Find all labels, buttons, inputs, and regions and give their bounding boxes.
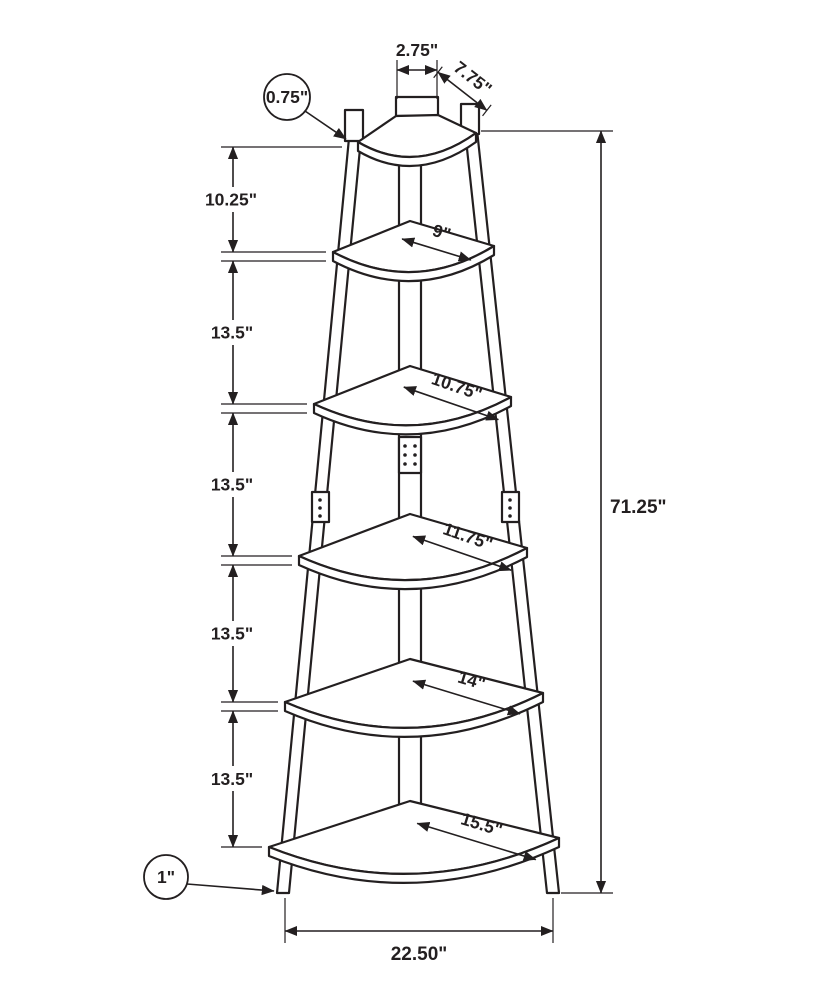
dim-spacing-1: 10.25" bbox=[197, 146, 265, 253]
callout-leg-thickness: 1" bbox=[143, 854, 275, 900]
thickness-callout-circle bbox=[263, 73, 311, 121]
shelf-3 bbox=[297, 512, 529, 591]
leg-thickness-label: 1" bbox=[157, 867, 175, 887]
spacing-4-label: 13.5" bbox=[211, 624, 253, 644]
leg-callout-circle bbox=[143, 854, 189, 900]
dim-total-height: 71.25" bbox=[481, 130, 667, 894]
shelf-1-width-label: 9" bbox=[430, 220, 453, 244]
shelf-5 bbox=[267, 799, 561, 884]
top-shelf bbox=[356, 113, 478, 168]
dim-shelf-1-width: 9" bbox=[401, 220, 472, 262]
spacing-2-label: 13.5" bbox=[211, 323, 253, 343]
shelf-unit bbox=[267, 95, 561, 895]
callout-top-thickness: 0.75" bbox=[263, 73, 347, 140]
mounting-bracket-center bbox=[397, 435, 423, 475]
shelf-1 bbox=[331, 219, 496, 283]
dim-spacing-5: 13.5" bbox=[204, 710, 260, 848]
dim-spacing-4: 13.5" bbox=[204, 564, 260, 703]
shelf-2 bbox=[312, 364, 513, 436]
base-width-label: 22.50" bbox=[391, 944, 448, 965]
dim-base-width: 22.50" bbox=[284, 898, 554, 965]
mounting-bracket-left bbox=[310, 490, 331, 524]
dim-spacing-3: 13.5" bbox=[204, 412, 260, 557]
top-thickness-label: 0.75" bbox=[266, 87, 308, 107]
top-width-label: 2.75" bbox=[396, 40, 438, 60]
dim-spacing-2: 13.5" bbox=[204, 260, 260, 405]
left-leg-top-tab bbox=[343, 108, 365, 143]
spacing-3-label: 13.5" bbox=[211, 475, 253, 495]
top-post-notch bbox=[394, 95, 440, 118]
spacing-5-label: 13.5" bbox=[211, 769, 253, 789]
spacing-1-label: 10.25" bbox=[205, 190, 257, 210]
top-depth-label: 7.75" bbox=[450, 57, 496, 99]
dim-top-width: 2.75" bbox=[396, 40, 438, 99]
shelf-4 bbox=[283, 657, 545, 739]
mounting-bracket-right bbox=[500, 490, 521, 524]
total-height-label: 71.25" bbox=[610, 497, 667, 518]
